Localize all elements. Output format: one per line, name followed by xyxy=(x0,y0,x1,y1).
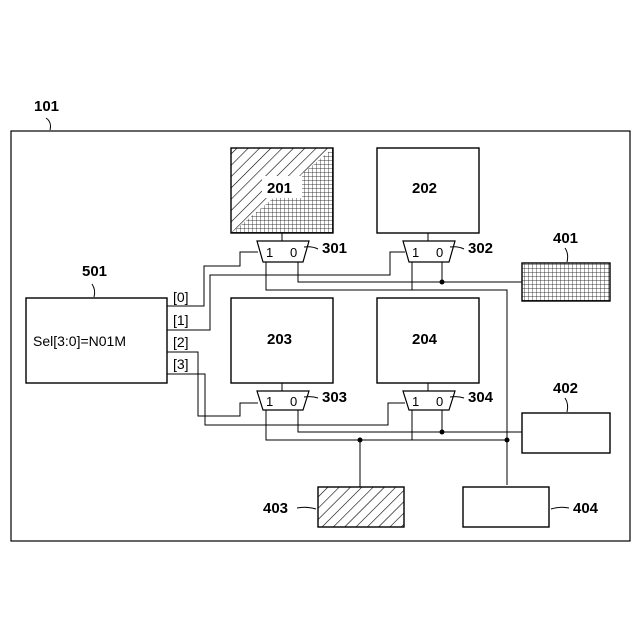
output-404 xyxy=(463,487,549,527)
mux-303 xyxy=(257,391,309,410)
output-404-leader-line xyxy=(551,507,569,509)
mux-303-in1: 1 xyxy=(266,394,273,409)
controller-text: Sel[3:0]=N01M xyxy=(33,333,126,349)
mux-302-in0: 0 xyxy=(436,245,443,260)
mux-304-in1: 1 xyxy=(412,394,419,409)
block-203-label: 203 xyxy=(267,331,292,348)
mux-303-in0: 0 xyxy=(290,394,297,409)
output-403-label: 403 xyxy=(263,500,288,517)
output-403 xyxy=(318,487,404,527)
block-202-label: 202 xyxy=(412,180,437,197)
output-402-label: 402 xyxy=(553,380,578,397)
mux-301-out0-wire xyxy=(298,262,522,282)
controller-label: 501 xyxy=(82,263,107,280)
mux-301-label: 301 xyxy=(322,240,347,257)
block-201-label: 201 xyxy=(267,180,292,197)
junction-dot xyxy=(440,430,445,435)
output-402 xyxy=(522,413,610,453)
mux-304-in0: 0 xyxy=(436,394,443,409)
mux-303-label: 303 xyxy=(322,389,347,406)
output-404-label: 404 xyxy=(573,500,599,517)
mux-303-out0-wire xyxy=(298,410,522,432)
junction-dot xyxy=(440,280,445,285)
output-403-leader-line xyxy=(297,507,316,509)
mux-304 xyxy=(403,391,455,410)
mux-301-in0: 0 xyxy=(290,245,297,260)
block-204-label: 204 xyxy=(412,331,438,348)
output-401 xyxy=(522,263,610,301)
output-402-leader-line xyxy=(565,398,568,412)
select-line-0-label: [0] xyxy=(173,289,189,305)
output-401-leader-line xyxy=(565,248,568,262)
controller-leader-line xyxy=(92,284,95,297)
junction-dot xyxy=(505,438,510,443)
select-line-1-label: [1] xyxy=(173,312,189,328)
mux-302 xyxy=(403,241,455,262)
mux-302-label: 302 xyxy=(468,240,493,257)
junction-dot xyxy=(358,438,363,443)
mux-301-in1: 1 xyxy=(266,245,273,260)
mux-304-label: 304 xyxy=(468,389,494,406)
system-leader-line xyxy=(46,118,51,130)
output-401-label: 401 xyxy=(553,230,578,247)
mux-301 xyxy=(257,241,309,262)
mux-302-in1: 1 xyxy=(412,245,419,260)
select-line-3-label: [3] xyxy=(173,356,189,372)
select-line-2-label: [2] xyxy=(173,334,189,350)
system-label: 101 xyxy=(34,98,59,115)
